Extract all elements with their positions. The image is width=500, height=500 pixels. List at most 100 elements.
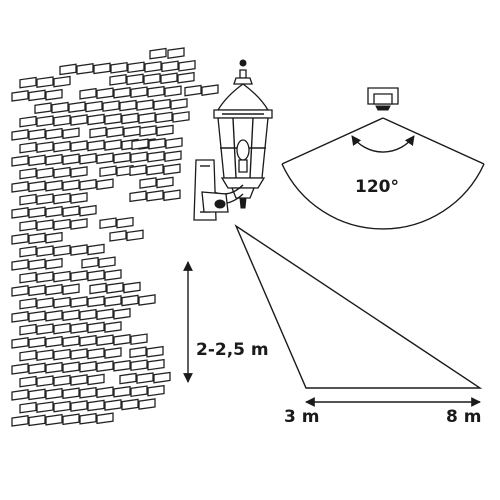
brick (136, 99, 154, 111)
brick (62, 309, 80, 322)
brick (147, 85, 165, 98)
brick (70, 244, 88, 256)
brick (146, 189, 164, 202)
brick (68, 101, 86, 114)
brick (87, 243, 105, 256)
brick (146, 345, 164, 358)
brick (96, 87, 114, 100)
brick (70, 166, 88, 178)
brick (70, 270, 88, 282)
brick (45, 335, 63, 348)
brick (36, 271, 54, 283)
brick (163, 163, 181, 176)
brick (53, 348, 71, 361)
brick (119, 372, 137, 385)
brick (45, 153, 63, 166)
brick (53, 322, 71, 335)
brick (109, 74, 127, 86)
brick (36, 141, 54, 153)
brick (28, 206, 46, 219)
brick (70, 348, 88, 360)
brick (36, 401, 54, 413)
brick (36, 245, 54, 257)
brick (28, 336, 46, 349)
brick (36, 323, 54, 335)
brick (53, 296, 71, 309)
brick (99, 165, 117, 178)
brick (28, 388, 46, 401)
brick (19, 245, 37, 258)
brick (96, 308, 114, 321)
brick (79, 308, 97, 321)
brick (11, 311, 29, 323)
brick (136, 372, 154, 384)
brick (11, 415, 29, 427)
brick (104, 399, 122, 411)
brick (45, 127, 63, 140)
brick (11, 285, 29, 297)
brick (36, 167, 54, 179)
height-label: 2-2,5 m (196, 340, 269, 360)
brick (184, 84, 202, 97)
brick (110, 61, 128, 74)
brick (96, 178, 114, 191)
brick (104, 269, 122, 281)
brick (165, 137, 183, 149)
brick (45, 179, 63, 192)
brick (104, 347, 122, 359)
brick (19, 167, 37, 180)
brick (129, 346, 147, 359)
brick (138, 112, 156, 124)
brick (28, 362, 46, 375)
brick (121, 398, 139, 411)
brick (172, 111, 190, 123)
brick (89, 282, 107, 295)
brick (87, 321, 105, 334)
brick (113, 333, 131, 346)
brick (116, 216, 134, 229)
brick (161, 60, 179, 73)
brick (53, 270, 71, 283)
brick (121, 294, 139, 307)
brick (79, 87, 97, 100)
brick (127, 61, 145, 74)
brick (99, 217, 117, 230)
brick (28, 284, 46, 297)
brick (113, 359, 131, 372)
brick (28, 128, 46, 141)
brick (146, 163, 164, 176)
brick (34, 102, 52, 115)
brick (62, 361, 80, 374)
brick (11, 233, 29, 245)
brick (45, 231, 63, 244)
brick (36, 115, 54, 127)
angle-label: 120° (355, 177, 399, 197)
brick (28, 258, 46, 271)
brick (59, 63, 77, 76)
brick (123, 281, 141, 294)
brick (53, 140, 71, 153)
brick (62, 153, 80, 166)
brick (19, 193, 37, 206)
brick (70, 322, 88, 334)
brick (45, 88, 63, 101)
brick (19, 375, 37, 388)
wall-lamp-icon (193, 59, 273, 221)
brick (62, 179, 80, 192)
brick (45, 283, 63, 296)
brick (144, 60, 162, 73)
brick (147, 150, 165, 163)
brick (45, 413, 63, 426)
brick (11, 90, 29, 102)
brick (139, 125, 157, 137)
brick (45, 387, 63, 400)
brick (177, 71, 195, 84)
brick (11, 259, 29, 271)
brick (87, 347, 105, 360)
sensor-top-view-icon (367, 87, 399, 111)
brick (53, 75, 71, 88)
brick (70, 218, 88, 230)
brick (11, 181, 29, 193)
brick (102, 100, 120, 112)
brick (36, 297, 54, 309)
